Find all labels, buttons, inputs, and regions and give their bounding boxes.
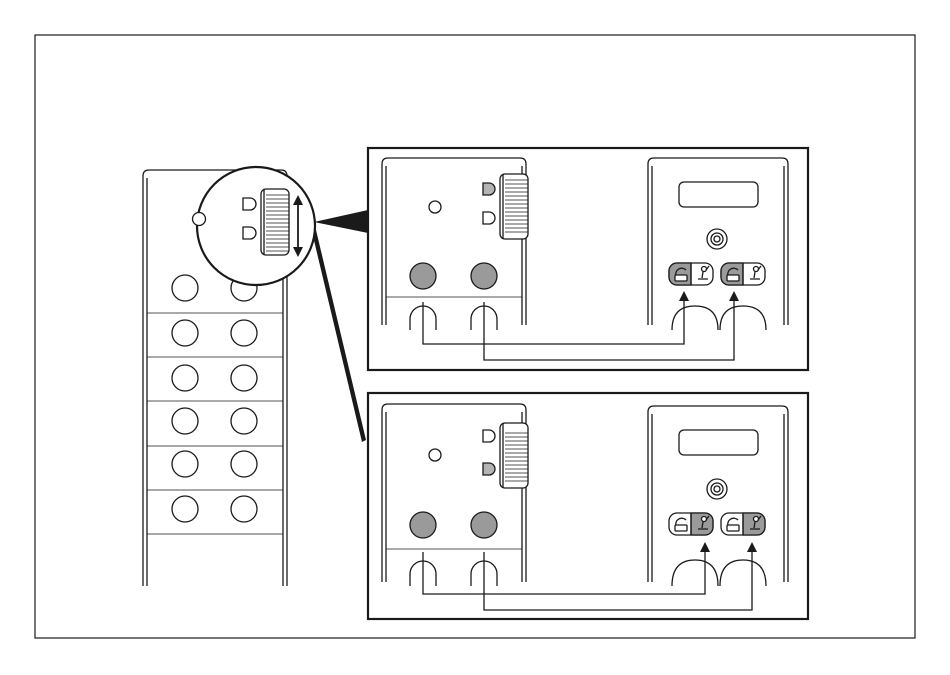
remote-button-5-left[interactable] [172, 451, 198, 477]
magnifier-circle [193, 167, 316, 285]
indicator-upper-icon [483, 430, 495, 442]
remote-button-2-right[interactable] [231, 320, 257, 346]
remote-led-icon [429, 449, 441, 461]
indicator-upper-icon [243, 198, 256, 210]
zoom-callout-wedges [312, 210, 368, 442]
remote-button-1-left[interactable] [172, 275, 198, 301]
detail-panel-upper [368, 148, 808, 370]
slider-switch-icon[interactable] [500, 174, 528, 239]
receiver-button-right[interactable] [721, 263, 765, 285]
remote-button-active-left[interactable] [410, 263, 436, 289]
remote-button-2-left[interactable] [172, 320, 198, 346]
remote-button-3-left[interactable] [172, 365, 198, 391]
remote-button-active-left[interactable] [410, 512, 436, 538]
remote-button-active-right[interactable] [471, 512, 497, 538]
remote-led-icon [429, 201, 441, 213]
detail-panel-lower [368, 393, 808, 619]
remote-button-6-right[interactable] [231, 496, 257, 522]
receiver-button-left[interactable] [669, 513, 713, 535]
receiver-display [679, 182, 758, 207]
receiver-button-left[interactable] [669, 263, 713, 285]
indicator-upper-icon [483, 183, 495, 195]
indicator-lower-icon [483, 463, 495, 475]
receiver-button-right[interactable] [721, 513, 765, 535]
remote-button-6-left[interactable] [172, 496, 198, 522]
remote-button-active-right[interactable] [471, 263, 497, 289]
receiver-knob-icon[interactable] [707, 479, 727, 499]
indicator-lower-icon [483, 212, 495, 224]
indicator-lower-icon [243, 227, 256, 239]
receiver-knob-icon[interactable] [707, 229, 727, 249]
slider-switch-icon[interactable] [261, 189, 289, 255]
remote-buttons [172, 275, 257, 522]
remote-button-4-left[interactable] [172, 408, 198, 434]
remote-button-3-right[interactable] [231, 365, 257, 391]
receiver-display [679, 430, 758, 455]
slider-switch-icon[interactable] [500, 423, 528, 488]
remote-led-icon [193, 213, 206, 226]
remote-button-4-right[interactable] [231, 408, 257, 434]
remote-button-5-right[interactable] [231, 451, 257, 477]
